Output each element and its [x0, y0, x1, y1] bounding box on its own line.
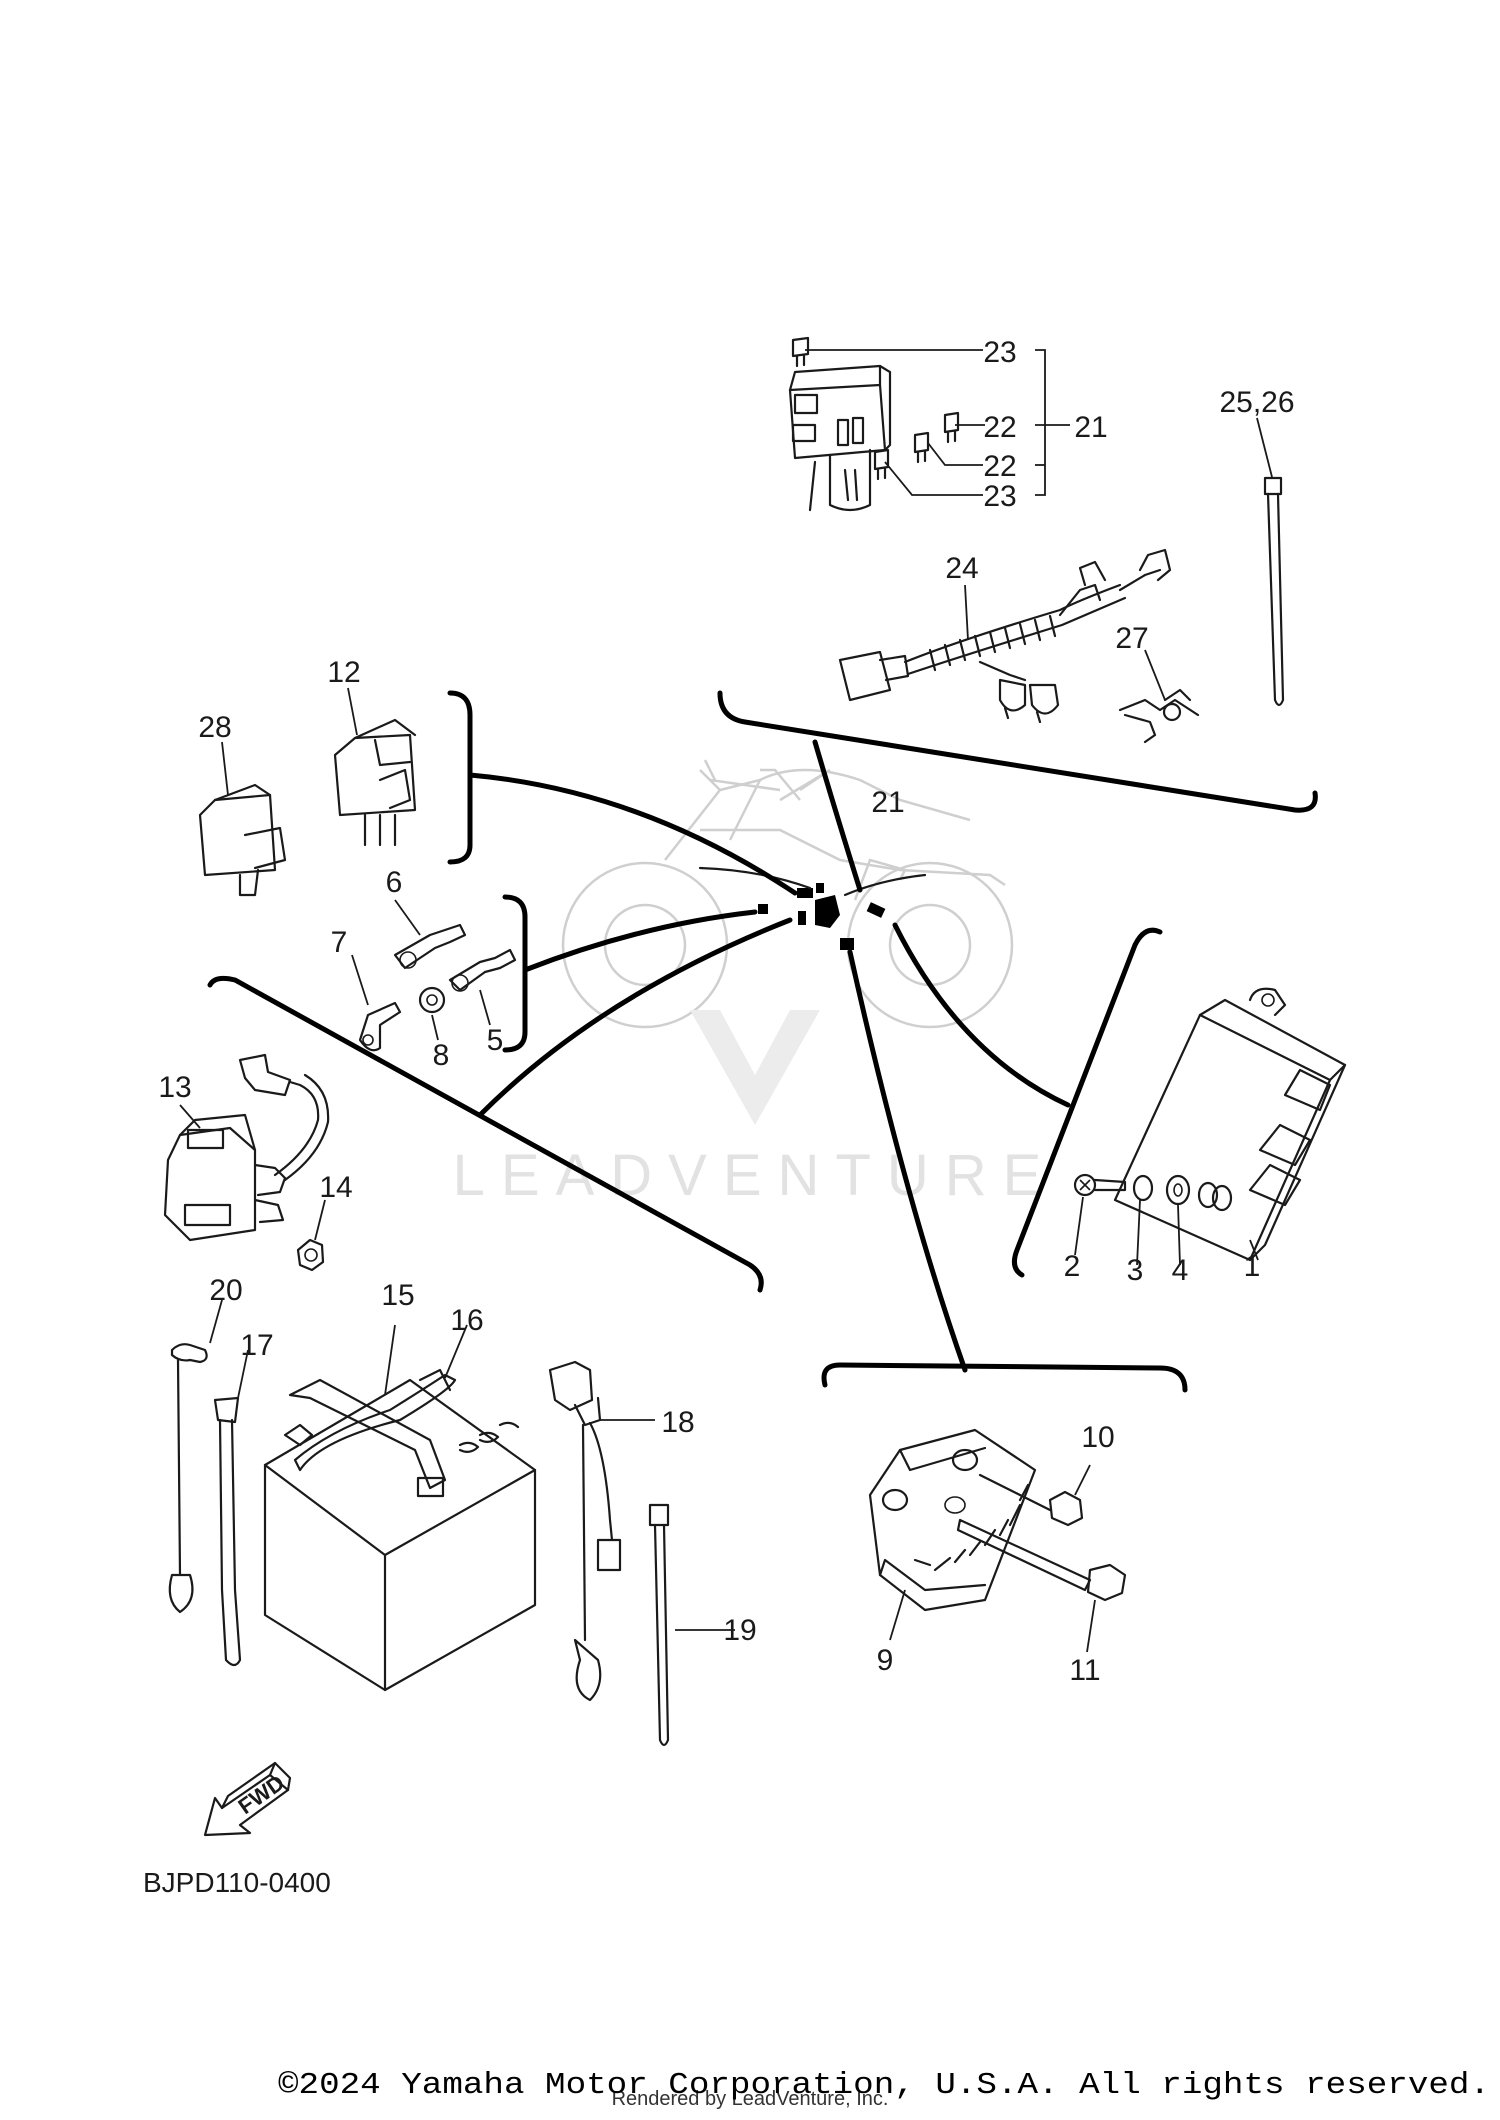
rendered-by: Rendered by LeadVenture, Inc. [612, 2088, 889, 2110]
battery-cable-17 [213, 1349, 249, 1667]
callout-23-top: 23 [983, 336, 1016, 369]
callout-28: 28 [198, 711, 231, 744]
callout-1: 1 [1244, 1250, 1261, 1283]
center-part-markers [698, 866, 927, 950]
washer-3 [1132, 1174, 1154, 1266]
callout-19: 19 [723, 1614, 756, 1647]
callout-22-b: 22 [983, 450, 1016, 483]
nut-14 [296, 1199, 326, 1272]
sub-wire-harness-24 [838, 548, 1172, 724]
regulator-9 [868, 1428, 1037, 1641]
callout-18: 18 [661, 1406, 694, 1439]
callout-8: 8 [433, 1039, 450, 1072]
bolt-11 [956, 1518, 1127, 1653]
clip-27 [1118, 649, 1200, 744]
callout-6: 6 [386, 866, 403, 899]
fwd-arrow-icon: FWD [203, 1761, 292, 1837]
terminal-6 [393, 899, 467, 970]
callout-labels: 1 2 3 4 5 6 7 8 9 10 11 12 13 14 15 16 1… [158, 336, 1294, 1687]
callout-12: 12 [327, 656, 360, 689]
callout-21-fusebox: 21 [1074, 411, 1107, 444]
terminal-5 [448, 948, 517, 1026]
sensor-lead-18 [548, 1360, 655, 1702]
diagram-code: BJPD110-0400 [143, 1867, 331, 1898]
cable-tie-25-26 [1256, 417, 1285, 707]
starter-relay-13 [163, 1053, 330, 1242]
callout-25-26: 25,26 [1219, 386, 1294, 419]
lead-wire-20 [168, 1299, 223, 1614]
callout-11: 11 [1069, 1654, 1100, 1687]
callout-15: 15 [381, 1279, 414, 1312]
callout-20: 20 [209, 1274, 242, 1307]
grommet-near-ecu [1197, 1181, 1233, 1212]
motorcycle-silhouette [561, 759, 1014, 1029]
relay-28 [198, 741, 287, 897]
callout-3: 3 [1127, 1254, 1144, 1287]
fuse-box-assembly [788, 336, 1070, 512]
cable-tie-19 [648, 1503, 735, 1747]
callout-27: 27 [1115, 622, 1148, 655]
washer-8 [418, 986, 446, 1041]
battery-band-16 [288, 1324, 468, 1490]
callout-7: 7 [331, 926, 348, 959]
washer-4 [1165, 1174, 1191, 1266]
callout-10: 10 [1081, 1421, 1114, 1454]
callout-23-bottom: 23 [983, 480, 1016, 513]
callout-2: 2 [1064, 1250, 1081, 1283]
callout-13: 13 [158, 1071, 191, 1104]
callout-17: 17 [240, 1329, 273, 1362]
terminal-7 [351, 954, 402, 1052]
watermark: LEADVENTURE [453, 1010, 1041, 1208]
callout-22-a: 22 [983, 411, 1016, 444]
callout-9: 9 [877, 1644, 894, 1677]
battery-15 [263, 1324, 537, 1692]
screw-2 [1073, 1173, 1127, 1256]
bolt-10 [978, 1464, 1091, 1527]
callout-4: 4 [1172, 1254, 1189, 1287]
callout-5: 5 [487, 1024, 504, 1057]
copyright-notice: ©2024 Yamaha Motor Corporation, U.S.A. A… [278, 2068, 1490, 2103]
callout-24: 24 [945, 552, 978, 585]
callout-21-bike: 21 [871, 786, 904, 819]
callout-14: 14 [319, 1171, 352, 1204]
group-brackets [207, 690, 1318, 1393]
relay-12 [333, 687, 417, 847]
ecu-1 [1113, 987, 1347, 1262]
callout-16: 16 [450, 1304, 483, 1337]
fwd-label: FWD [234, 1770, 289, 1819]
